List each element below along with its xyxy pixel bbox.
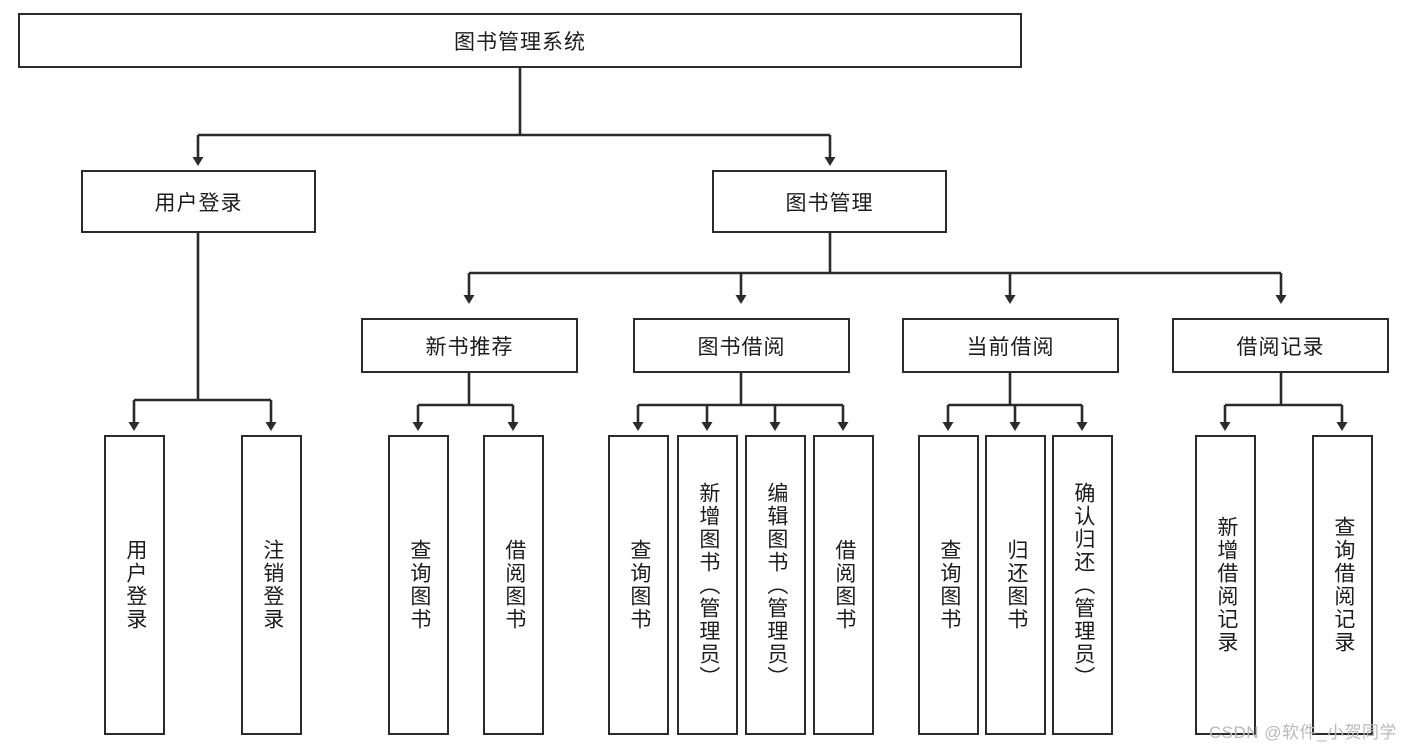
leaf-borrow-book-recommend[interactable]: 借阅图书 <box>483 435 544 735</box>
leaf-confirm-return-admin[interactable]: 确认归还（管理员） <box>1052 435 1113 735</box>
node-current-borrow[interactable]: 当前借阅 <box>902 318 1119 373</box>
leaf-user-login[interactable]: 用户登录 <box>104 435 165 735</box>
leaf-return-book-label: 归还图书 <box>1004 539 1028 631</box>
leaf-query-book-recommend[interactable]: 查询图书 <box>388 435 449 735</box>
leaf-query-book-borrow-label: 查询图书 <box>627 539 651 631</box>
leaf-return-book[interactable]: 归还图书 <box>985 435 1046 735</box>
leaf-query-book-recommend-label: 查询图书 <box>407 539 431 631</box>
node-new-book-recommend-label: 新书推荐 <box>425 335 514 359</box>
leaf-borrow-book-recommend-label: 借阅图书 <box>502 539 526 631</box>
leaf-add-borrow-record-label: 新增借阅记录 <box>1214 516 1238 654</box>
node-new-book-recommend[interactable]: 新书推荐 <box>361 318 578 373</box>
leaf-add-borrow-record[interactable]: 新增借阅记录 <box>1195 435 1256 735</box>
leaf-query-borrow-record-label: 查询借阅记录 <box>1331 516 1355 654</box>
node-root[interactable]: 图书管理系统 <box>18 13 1022 68</box>
leaf-query-book-current[interactable]: 查询图书 <box>918 435 979 735</box>
node-book-borrow-label: 图书借阅 <box>697 335 786 359</box>
leaf-edit-book-admin[interactable]: 编辑图书（管理员） <box>745 435 806 735</box>
leaf-add-book-admin[interactable]: 新增图书（管理员） <box>677 435 738 735</box>
node-book-management-label: 图书管理 <box>785 191 874 215</box>
leaf-add-book-admin-label: 新增图书（管理员） <box>696 481 720 689</box>
node-book-management[interactable]: 图书管理 <box>712 170 947 233</box>
leaf-edit-book-admin-label: 编辑图书（管理员） <box>764 481 788 689</box>
node-borrow-record[interactable]: 借阅记录 <box>1172 318 1389 373</box>
leaf-borrow-book[interactable]: 借阅图书 <box>813 435 874 735</box>
node-borrow-record-label: 借阅记录 <box>1236 335 1325 359</box>
node-book-borrow[interactable]: 图书借阅 <box>633 318 850 373</box>
node-user-login-label: 用户登录 <box>154 191 243 215</box>
leaf-query-book-current-label: 查询图书 <box>937 539 961 631</box>
leaf-user-login-label: 用户登录 <box>123 539 147 631</box>
node-user-login[interactable]: 用户登录 <box>81 170 316 233</box>
leaf-confirm-return-admin-label: 确认归还（管理员） <box>1071 481 1095 689</box>
node-current-borrow-label: 当前借阅 <box>966 335 1055 359</box>
node-root-label: 图书管理系统 <box>454 30 586 54</box>
leaf-logout-label: 注销登录 <box>260 539 284 631</box>
leaf-query-borrow-record[interactable]: 查询借阅记录 <box>1312 435 1373 735</box>
leaf-logout[interactable]: 注销登录 <box>241 435 302 735</box>
leaf-borrow-book-label: 借阅图书 <box>832 539 856 631</box>
leaf-query-book-borrow[interactable]: 查询图书 <box>608 435 669 735</box>
watermark-text: CSDN @软件_小贺同学 <box>1208 723 1397 742</box>
